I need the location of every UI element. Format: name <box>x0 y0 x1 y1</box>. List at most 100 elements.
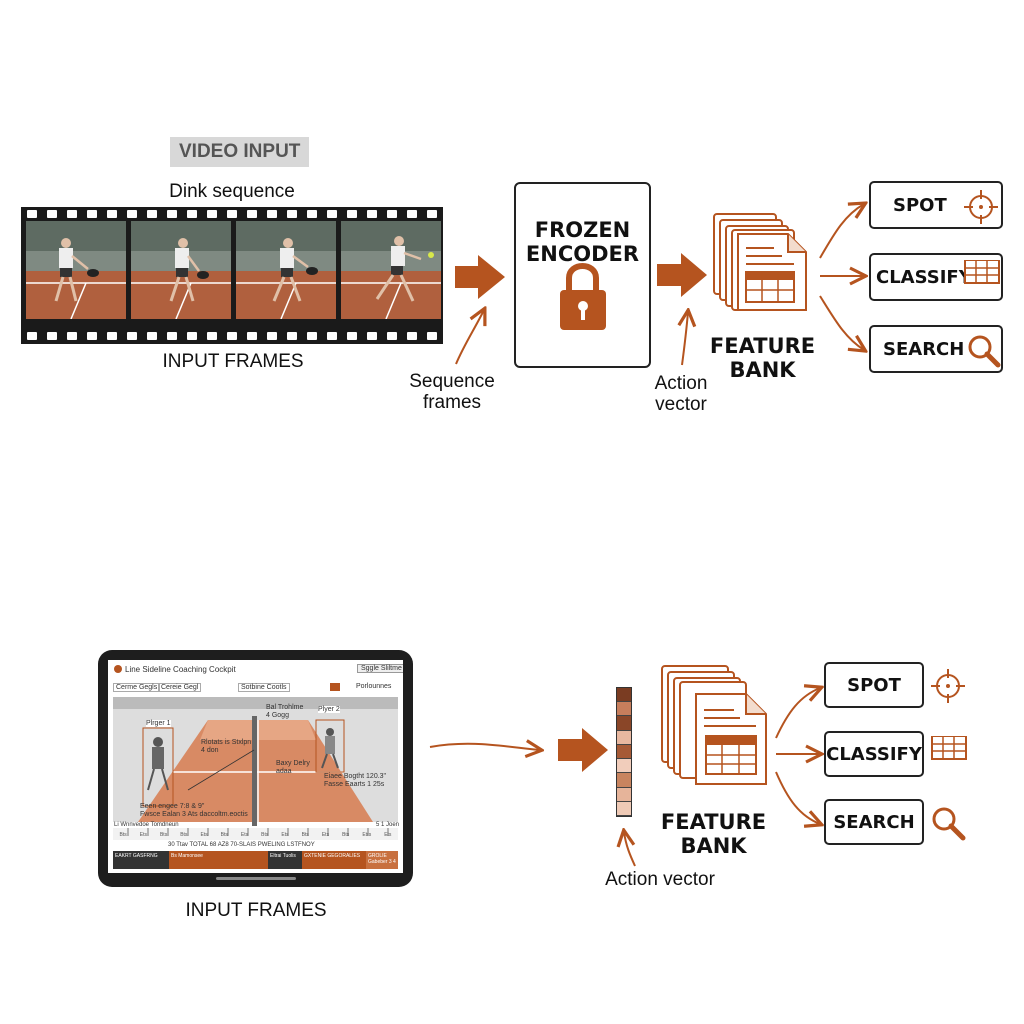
note-line-2: Fwsce Ealan 3 Ats daccoltm.eoctis <box>140 811 248 818</box>
vector-cell <box>617 688 631 703</box>
caption-line-2: vector <box>655 394 707 415</box>
vector-cell <box>617 773 631 788</box>
classify-output-box: CLASSIFY class <box>869 253 1003 301</box>
player-2-tag: Plyer 2 <box>318 706 340 713</box>
timeline-tick: Bts <box>342 832 350 838</box>
encoder-title-line-1: FROZEN <box>534 218 631 242</box>
cockpit-title: Line Sideline Coaching Cockpit <box>125 665 236 674</box>
feature-bank-line-2: BANK <box>729 358 796 382</box>
vector-cell <box>617 787 631 802</box>
table-grid-icon <box>931 736 967 760</box>
encoder-title: FROZEN ENCODER <box>516 218 649 266</box>
note-line-2: 4 Gogg <box>266 712 289 719</box>
film-frame-2 <box>131 221 231 319</box>
feature-bank-line-1: FEATURE <box>660 810 767 834</box>
feature-bank-line-2: BANK <box>680 834 747 858</box>
search-label: SEARCH <box>883 338 965 360</box>
stats-panel: GXTENIE GEGORALIES <box>302 851 366 869</box>
toolbar-item-2[interactable]: Cereie Gegl <box>158 683 202 692</box>
timeline-tick: Bts <box>220 832 228 838</box>
note-line-1: Bal Trohlme <box>266 704 304 711</box>
stats-panel: Bs Mamonsee <box>169 851 268 869</box>
vector-cell <box>617 744 631 760</box>
feature-bank-icon <box>712 208 812 312</box>
note-line-2: adaa <box>276 768 292 775</box>
vector-cell <box>617 801 631 816</box>
summary-line: 30 Ttav TOTAL 68 AZ8 70-SLAIS PWELING LS… <box>168 842 315 848</box>
right-note: Eiaee Bogtht 120.3"Fasse Eaarts 1 25s <box>324 773 386 789</box>
search-label: SEARCH <box>833 811 915 833</box>
court-view <box>113 697 398 840</box>
search-output-box-bottom: SEARCH <box>824 799 924 845</box>
tablet-screen: Line Sideline Coaching Cockpit Sggle Sli… <box>108 660 403 873</box>
action-vector-caption: Action vector <box>640 373 722 415</box>
film-frame-4 <box>341 221 441 319</box>
action-vector-caption-bottom: Action vector <box>605 869 715 890</box>
encoder-title-line-2: ENCODER <box>525 242 640 266</box>
film-frame-1 <box>26 221 126 319</box>
film-frame-3 <box>236 221 336 319</box>
timeline-left-label: Li Wnnvedoe Tomdneun <box>114 822 179 828</box>
vector-cell <box>617 759 631 774</box>
sequence-frames-caption: Sequence frames <box>402 371 502 413</box>
sequence-title: Dink sequence <box>169 181 295 202</box>
spot-label: SPOT <box>847 674 901 696</box>
timeline-tick: Bts <box>261 832 269 838</box>
note-line-1: Eeen engee 7:8 & 9" <box>140 803 205 810</box>
player-1-tag: Plrger 1 <box>146 720 171 727</box>
timeline-ticks[interactable]: Bts Ets Bts Bts Ets Bts Ets Bts Ets Bts Ets Bts Etrs… <box>113 832 398 840</box>
feature-bank-line-1: FEATURE <box>709 334 816 358</box>
timeline-tick: Ets <box>200 832 208 838</box>
lock-icon <box>560 263 606 330</box>
note-line-2: Fasse Eaarts 1 25s <box>324 781 385 788</box>
toggle-button[interactable]: Sggle Sliltme <box>357 664 403 673</box>
toolbar-flag-icon[interactable] <box>330 683 340 691</box>
feature-bank-icon-bottom <box>660 662 770 786</box>
feature-bank-label: FEATURE BANK <box>705 334 820 382</box>
timeline-tick: Ets <box>281 832 289 838</box>
home-indicator <box>216 877 296 880</box>
spot-output-box-bottom: SPOT <box>824 662 924 708</box>
classify-output-box-bottom: CLASSIFY <box>824 731 924 777</box>
class-table-icon: class <box>964 260 1000 296</box>
class-table-icon: class <box>931 736 967 772</box>
caption-line-1: Sequence <box>409 371 495 392</box>
search-output-box: SEARCH <box>869 325 1003 373</box>
feature-bank-label-bottom: FEATURE BANK <box>656 810 771 858</box>
crosshair-icon <box>964 190 998 224</box>
spot-output-box: SPOT <box>869 181 1003 229</box>
stats-panel: GROLIE Gabeber 3 4 <box>366 851 398 869</box>
timeline-tick: Bts <box>119 832 127 838</box>
magnifier-icon <box>968 335 1001 368</box>
vector-cell <box>617 716 631 731</box>
toolbar-item-3[interactable]: Sotbine Cootls <box>238 683 290 692</box>
film-strip <box>21 207 443 344</box>
stats-panel: Eltrai Tuolis <box>268 851 302 869</box>
crosshair-icon <box>931 669 965 703</box>
classify-label: CLASSIFY <box>876 266 972 288</box>
spot-label: SPOT <box>893 194 947 216</box>
caption-line-2: frames <box>422 392 482 413</box>
vector-cell <box>617 702 631 717</box>
timeline-tick: Etrs <box>362 832 372 838</box>
timeline-tick: Bts <box>301 832 309 838</box>
timeline-tick: Ets <box>321 832 330 838</box>
toolbar-item-4[interactable]: Porlounnes <box>356 683 392 690</box>
classify-label: CLASSIFY <box>826 743 922 765</box>
timeline-tick: Ets <box>240 832 249 838</box>
note-line-1: Rlotats is Stxlpn <box>201 739 252 746</box>
action-vector-column <box>616 687 632 817</box>
timeline-tick: Bts <box>159 832 168 838</box>
timeline-tick: Ets <box>139 832 147 838</box>
timeline-tick: Bts <box>180 832 188 838</box>
stats-panels: EAKRT GASFRNG Bs Mamonsee Eltrai Tuolis … <box>113 851 398 869</box>
vector-cell <box>617 730 631 745</box>
table-grid-icon <box>964 260 1000 284</box>
note-line-2: 4 don <box>201 747 219 754</box>
note-line-1: Baxy Delry <box>276 760 310 767</box>
toolbar-item-1[interactable]: Cerme Gegls <box>113 683 161 692</box>
tablet-device: Line Sideline Coaching Cockpit Sggle Sli… <box>98 650 413 887</box>
frozen-encoder-box: FROZEN ENCODER <box>514 182 651 368</box>
